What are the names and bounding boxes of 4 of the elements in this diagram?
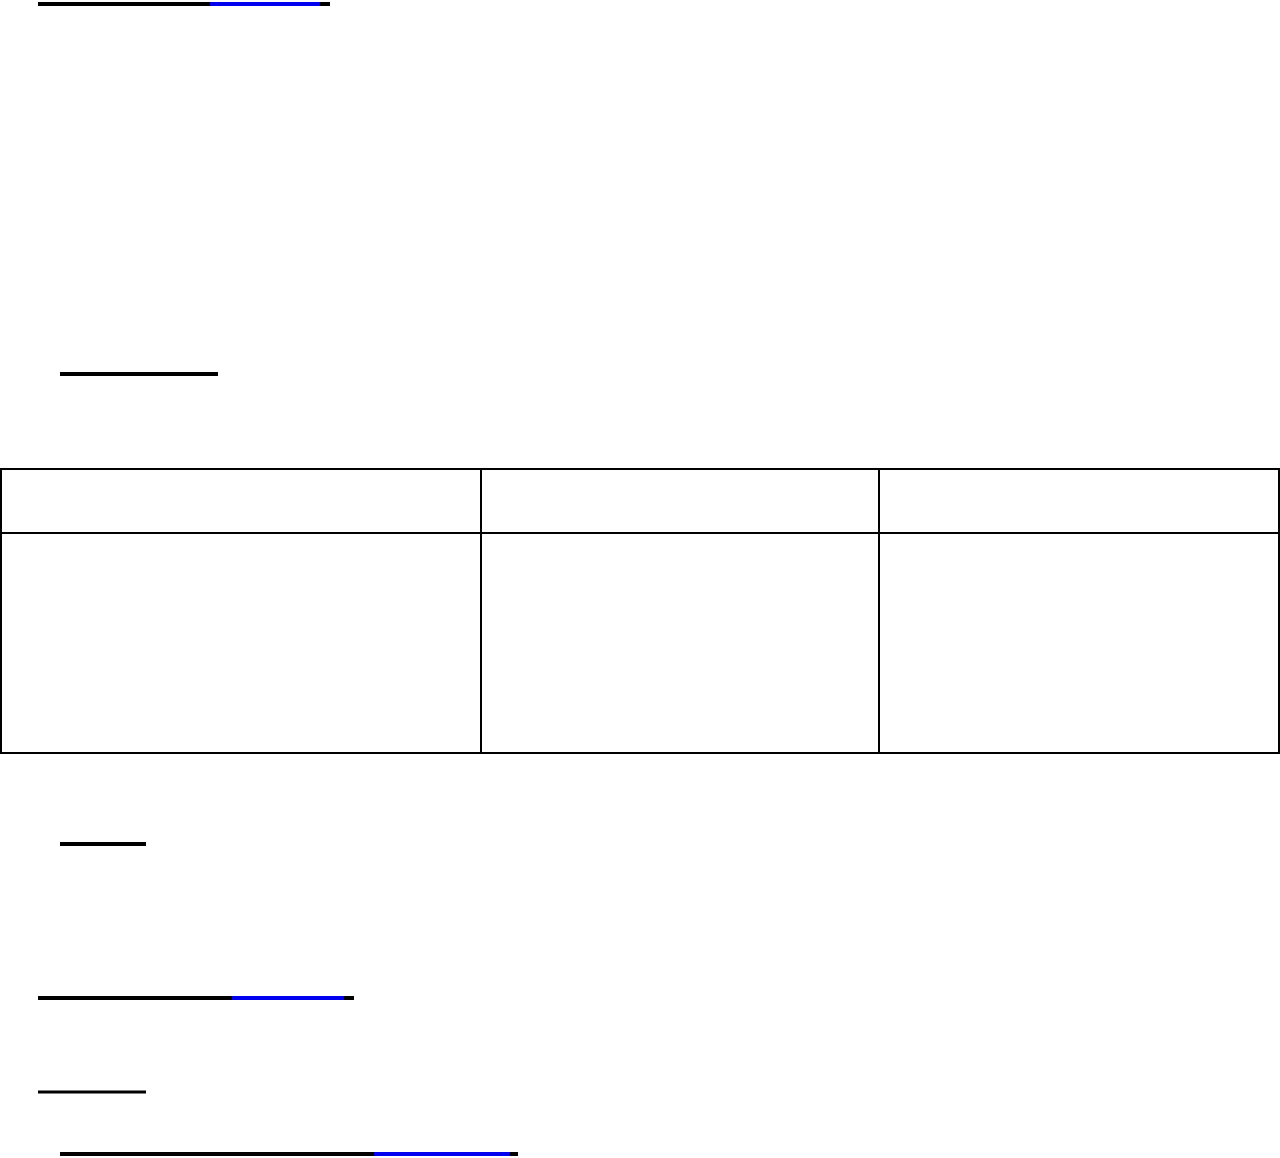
table-cell [0,532,482,754]
table-cell [0,468,482,534]
table-cell [878,532,1280,754]
table-cell [878,468,1280,534]
